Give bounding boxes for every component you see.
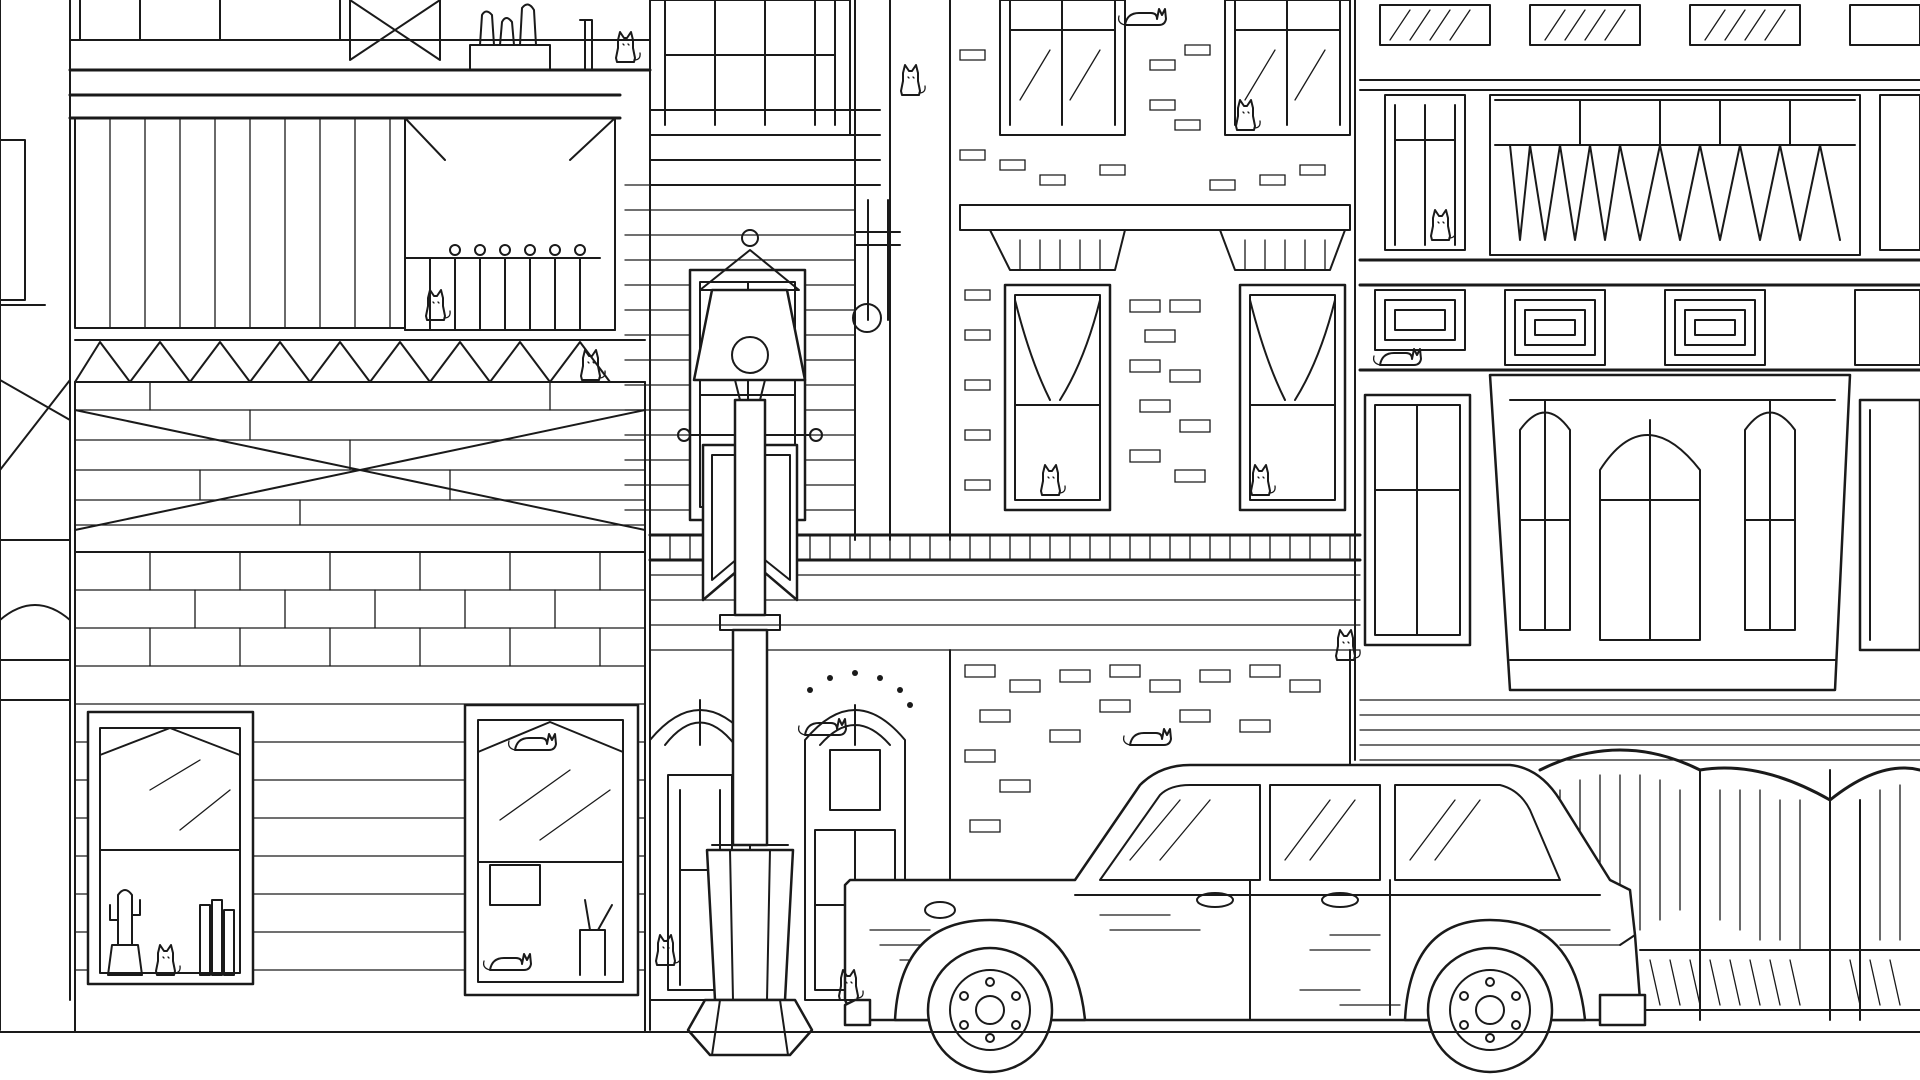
window-left [86,710,255,986]
cat-icon [797,718,847,736]
cat-icon [1335,629,1362,661]
cat-icon [1235,99,1262,131]
building-left [0,0,652,1033]
potted-cactus-icon [107,889,143,976]
building-right [1354,0,1920,1021]
cat-icon [615,31,642,63]
cat-icon [1122,728,1172,746]
books-icon [199,899,235,976]
plank-wall [74,117,406,329]
cat-icon [580,349,607,381]
cat-icon [1372,348,1422,366]
window-right [463,703,640,997]
building-stone [949,0,1362,881]
car-icon [838,763,1647,1074]
curtain-window-right [1238,283,1347,512]
cat-icon [900,64,927,96]
planter-box [469,3,593,71]
curtain-window-left [1003,283,1112,512]
street-lamp-icon [677,229,823,1057]
cat-icon [1430,209,1457,241]
braced-wall [74,381,646,553]
bay-window [1488,373,1852,692]
